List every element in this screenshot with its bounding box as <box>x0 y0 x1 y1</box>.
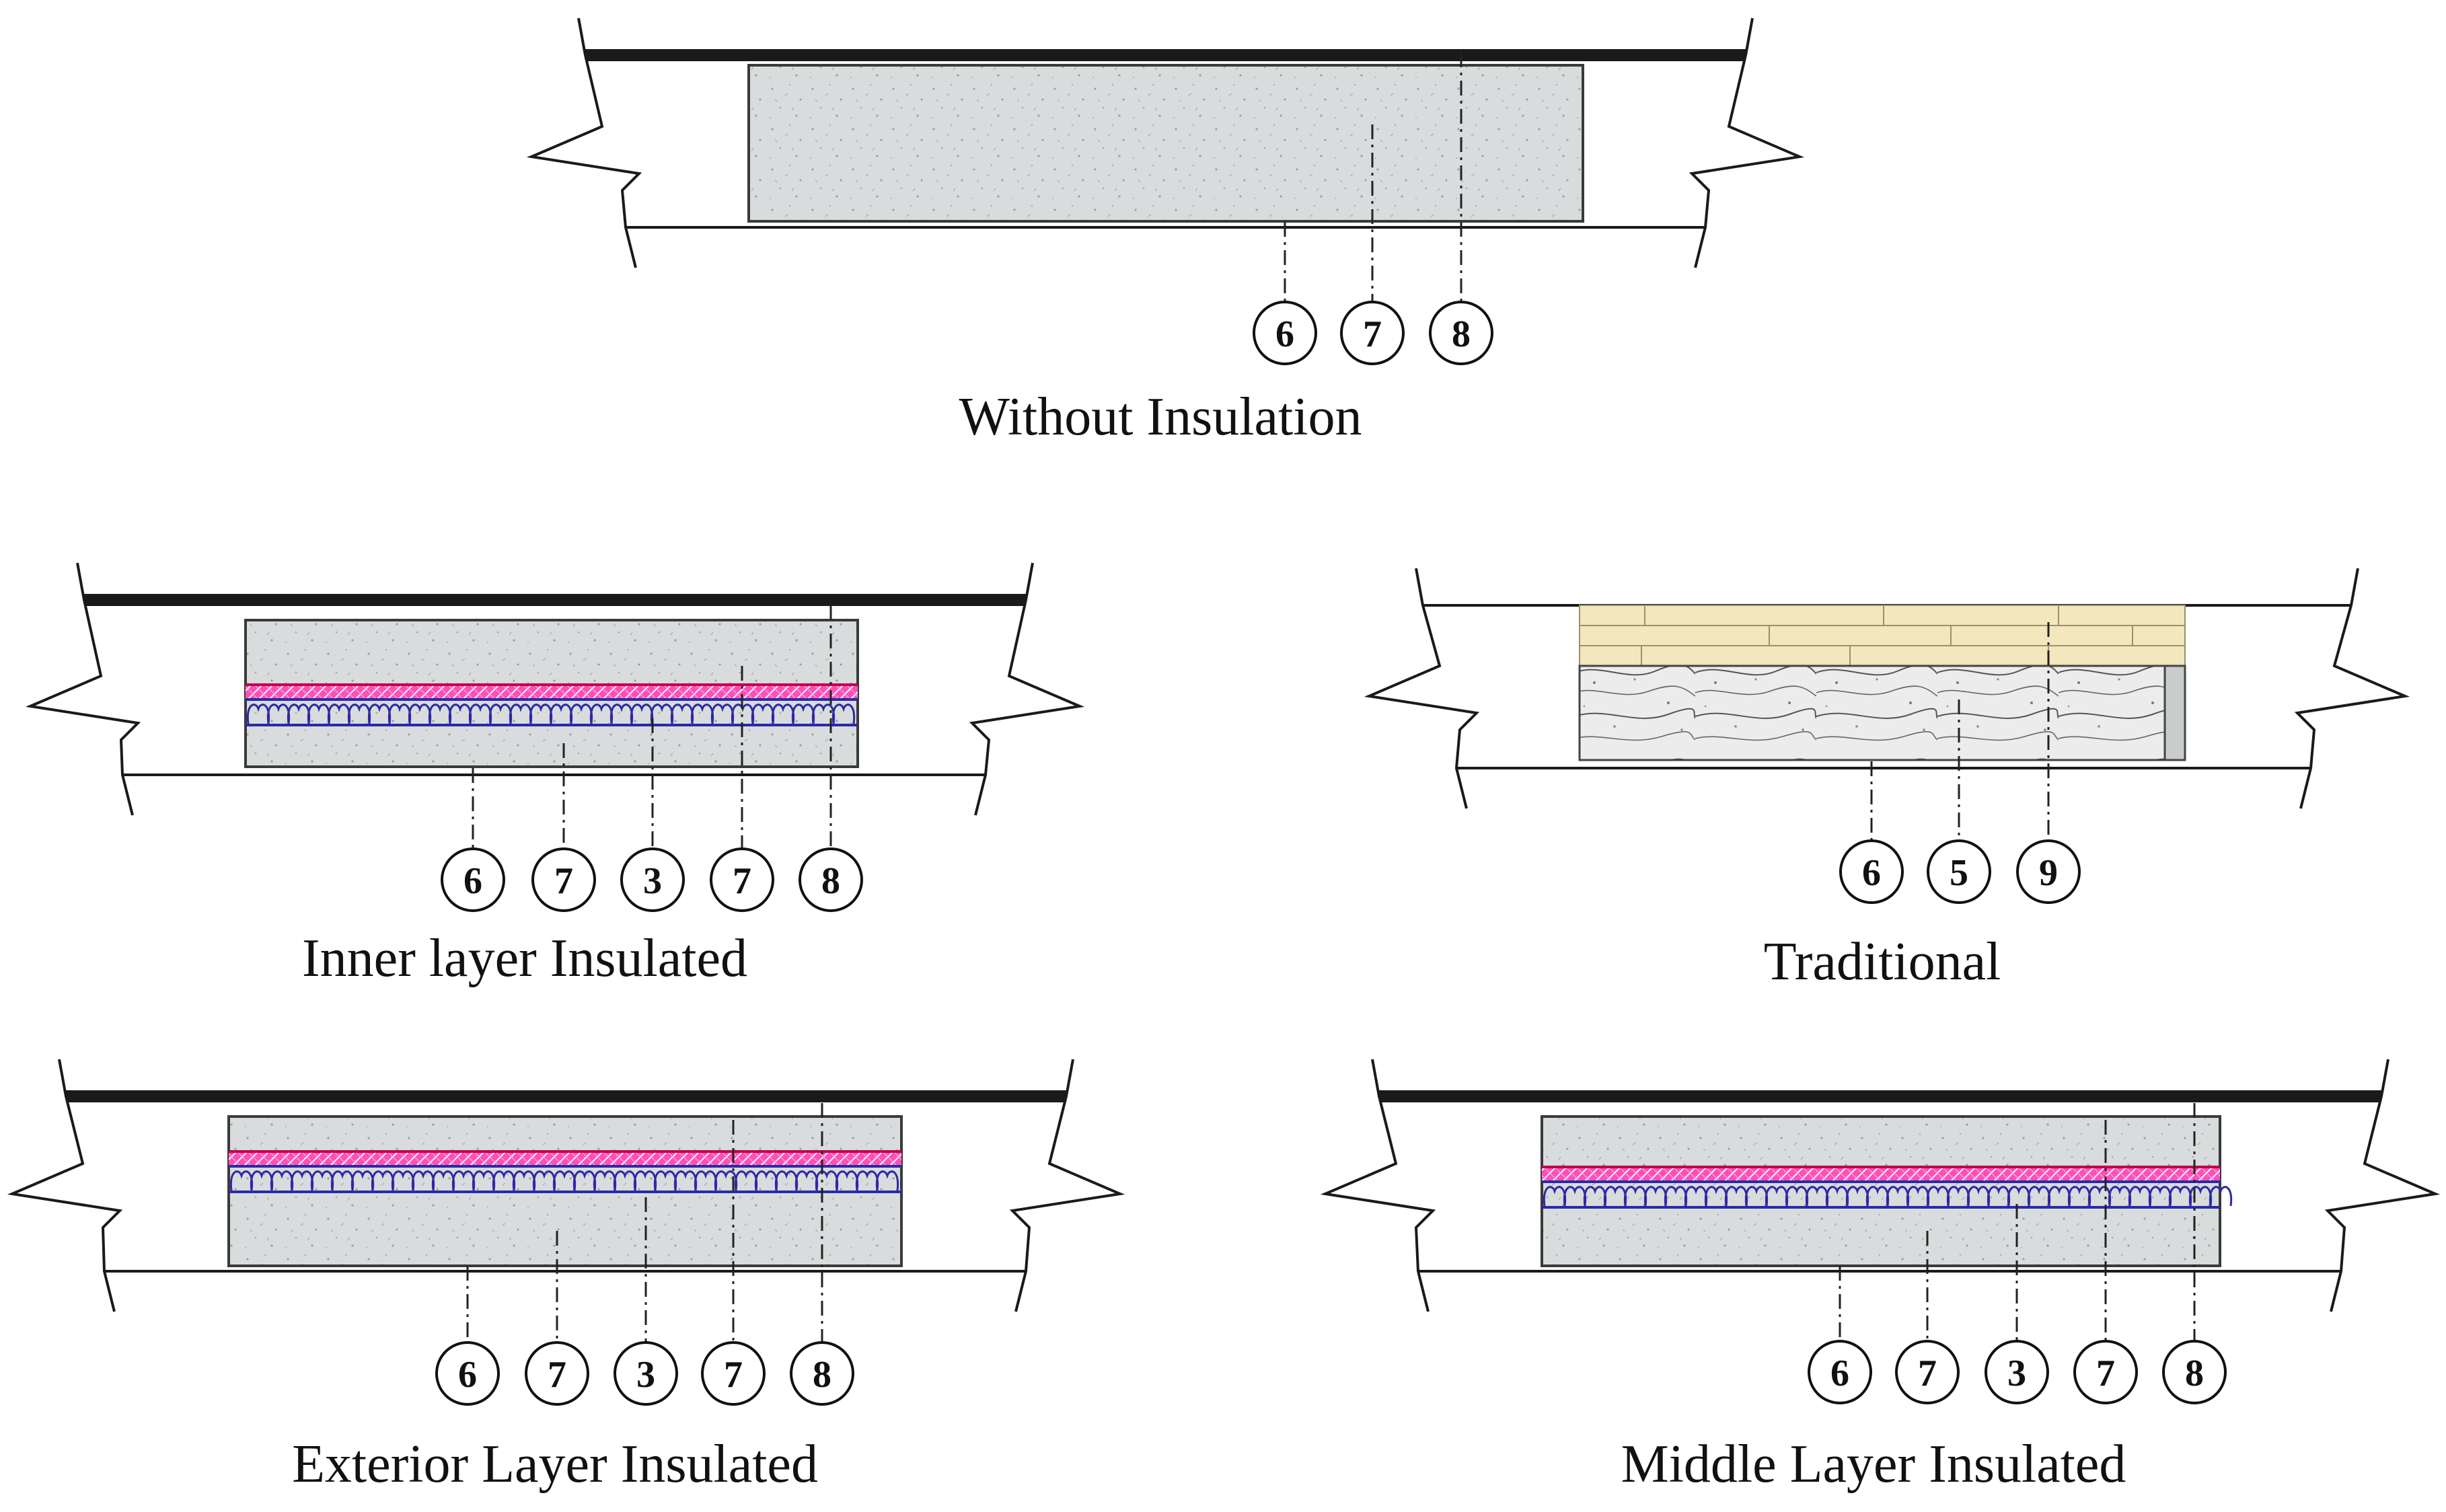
callout-marker: 6 <box>435 1341 500 1406</box>
callout-marker: 7 <box>710 847 774 912</box>
panel-inner-layer-insulated: 6 7 3 7 8 <box>25 562 1085 912</box>
callout-marker: 7 <box>1340 301 1405 365</box>
plaster-edge <box>2163 665 2186 761</box>
callout-circle <box>525 1341 589 1406</box>
brick-layer <box>1579 605 2186 667</box>
callout-circle <box>2016 839 2081 904</box>
right-break-line <box>2324 1059 2441 1312</box>
stone-fill-layer <box>1578 665 2166 761</box>
callout-number: 8 <box>2185 1353 2204 1394</box>
panel-traditional: 6 5 9 <box>1364 568 2410 904</box>
right-break-line <box>1689 17 1805 268</box>
callout-number: 7 <box>548 1354 566 1396</box>
callout-circle <box>1895 1340 1960 1404</box>
callout-circle <box>1839 839 1904 904</box>
left-break-line <box>1320 1059 1436 1312</box>
callout-number: 8 <box>1452 313 1471 355</box>
callout-marker: 6 <box>1839 839 1904 904</box>
left-break-line <box>526 17 642 268</box>
callout-circle <box>710 847 774 912</box>
concrete-slab <box>747 64 1584 223</box>
panel-without-insulation: 6 7 8 <box>526 17 1805 365</box>
callout-number: 8 <box>821 860 840 902</box>
callout-circle <box>799 847 863 912</box>
callout-marker: 7 <box>701 1341 766 1406</box>
caption-exterior-layer-insulated: Exterior Layer Insulated <box>292 1435 818 1494</box>
callout-circle <box>1340 301 1405 365</box>
callout-marker: 7 <box>525 1341 589 1406</box>
callout-number: 3 <box>2007 1353 2026 1394</box>
left-break-line <box>25 562 141 816</box>
callout-circle <box>1808 1340 1872 1404</box>
callout-circle <box>1985 1340 2049 1404</box>
callout-marker: 6 <box>1808 1340 1872 1404</box>
callout-circle <box>620 847 685 912</box>
vapor-membrane-layer <box>229 1151 901 1165</box>
callout-number: 7 <box>1918 1353 1937 1394</box>
callout-marker: 3 <box>614 1341 678 1406</box>
left-break-line <box>7 1059 123 1312</box>
callout-circle <box>435 1341 500 1406</box>
insulation-batt-pattern <box>246 704 856 724</box>
callout-marker: 3 <box>620 847 685 912</box>
callout-marker: 6 <box>1253 301 1317 365</box>
callout-marker: 8 <box>799 847 863 912</box>
callout-marker: 7 <box>531 847 596 912</box>
callout-marker: 7 <box>2073 1340 2138 1404</box>
caption-inner-layer-insulated: Inner layer Insulated <box>302 929 747 988</box>
right-break-line <box>969 562 1085 816</box>
callout-marker: 8 <box>1429 301 1493 365</box>
left-break-line <box>1364 568 1480 809</box>
callout-number: 5 <box>1950 852 1968 894</box>
callout-number: 6 <box>458 1354 477 1396</box>
callout-circle <box>1253 301 1317 365</box>
right-break-line <box>2294 568 2410 809</box>
callout-circle <box>614 1341 678 1406</box>
callout-circle <box>1429 301 1493 365</box>
callout-marker: 8 <box>2162 1340 2227 1404</box>
callout-number: 7 <box>724 1354 743 1396</box>
callout-number: 7 <box>733 860 751 902</box>
callout-circle <box>2073 1340 2138 1404</box>
callout-number: 6 <box>1862 852 1881 894</box>
callout-circle <box>701 1341 766 1406</box>
callout-number: 8 <box>813 1354 831 1396</box>
callout-number: 7 <box>1363 313 1382 355</box>
callout-circle <box>441 847 505 912</box>
caption-traditional: Traditional <box>1763 932 2001 991</box>
callout-marker: 8 <box>790 1341 854 1406</box>
callout-marker: 5 <box>1927 839 1991 904</box>
callout-number: 3 <box>643 860 662 902</box>
callout-number: 6 <box>1830 1353 1849 1394</box>
callout-number: 6 <box>1275 313 1294 355</box>
caption-middle-layer-insulated: Middle Layer Insulated <box>1621 1435 2126 1494</box>
caption-without-insulation: Without Insulation <box>959 387 1362 447</box>
callout-marker: 3 <box>1985 1340 2049 1404</box>
callout-marker: 9 <box>2016 839 2081 904</box>
callout-number: 7 <box>2096 1353 2115 1394</box>
callout-circle <box>531 847 596 912</box>
callout-circle <box>790 1341 854 1406</box>
panel-middle-layer-insulated: 6 7 3 7 8 <box>1320 1059 2441 1404</box>
insulation-batt-pattern <box>229 1170 899 1191</box>
callout-circle <box>1927 839 1991 904</box>
vapor-membrane-layer <box>1542 1167 2220 1180</box>
panel-exterior-layer-insulated: 6 7 3 7 8 <box>7 1059 1125 1406</box>
vapor-membrane-layer <box>246 685 858 698</box>
callout-number: 7 <box>554 860 573 902</box>
callout-number: 3 <box>636 1354 655 1396</box>
callout-number: 9 <box>2039 852 2058 894</box>
callout-marker: 6 <box>441 847 505 912</box>
callout-marker: 7 <box>1895 1340 1960 1404</box>
callout-number: 6 <box>464 860 482 902</box>
insulation-batt-pattern <box>1543 1186 2233 1207</box>
callout-circle <box>2162 1340 2227 1404</box>
right-break-line <box>1009 1059 1125 1312</box>
